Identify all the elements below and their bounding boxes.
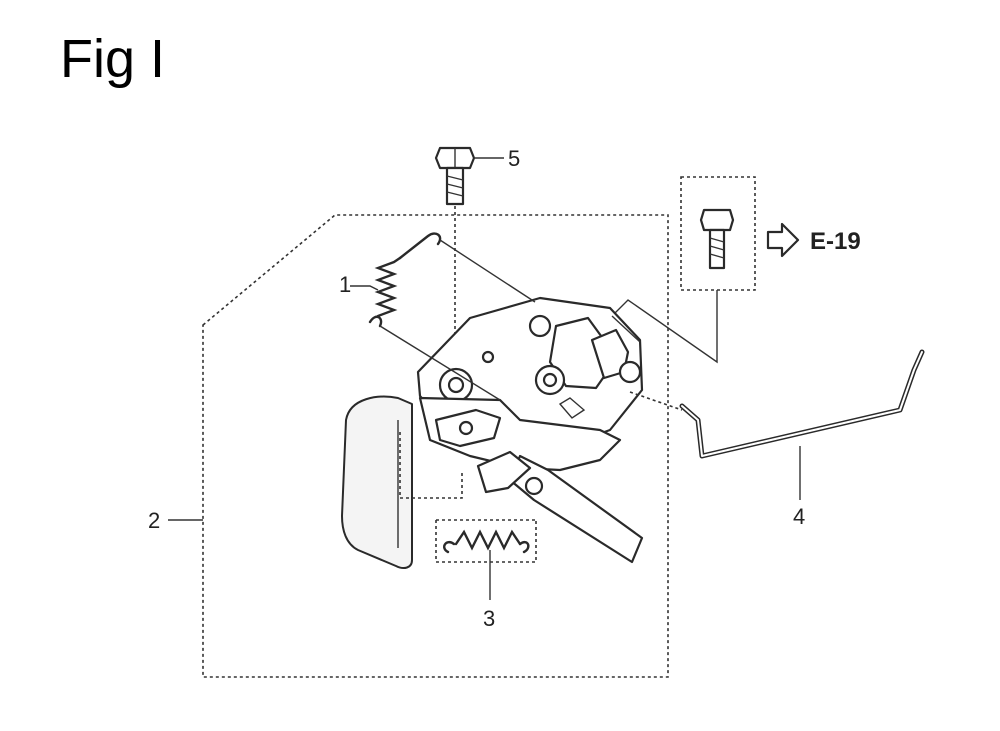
- reference-bolt: [699, 208, 735, 270]
- bolt-part-5: [434, 146, 476, 206]
- grip-cover: [341, 395, 413, 569]
- spring1-hook-line: [439, 239, 536, 303]
- rod-link: [629, 391, 683, 411]
- assembly-boundary: [202, 214, 669, 678]
- spring-part-3: [443, 529, 530, 554]
- reference-label: E-19: [810, 228, 861, 255]
- reference-leader: [611, 290, 718, 364]
- lever-link: [611, 315, 641, 343]
- spring1-lower-line: [379, 325, 501, 401]
- callout-5: 5: [508, 146, 520, 171]
- callout-4: 4: [793, 504, 805, 529]
- reference-arrow-icon: [766, 222, 800, 258]
- governor-lower-plate: [418, 396, 622, 472]
- spring-part-1: [368, 232, 442, 328]
- control-lever: [476, 450, 644, 564]
- callout-3: 3: [483, 606, 495, 631]
- spring3-guide: [399, 432, 537, 563]
- reference-bolt-box: [680, 176, 756, 291]
- callout-1-leader: [350, 285, 379, 291]
- callout-1: 1: [339, 272, 351, 297]
- governor-rod-part-4: [679, 349, 925, 459]
- figure-title: Fig I: [60, 29, 166, 89]
- callout-2: 2: [148, 508, 160, 533]
